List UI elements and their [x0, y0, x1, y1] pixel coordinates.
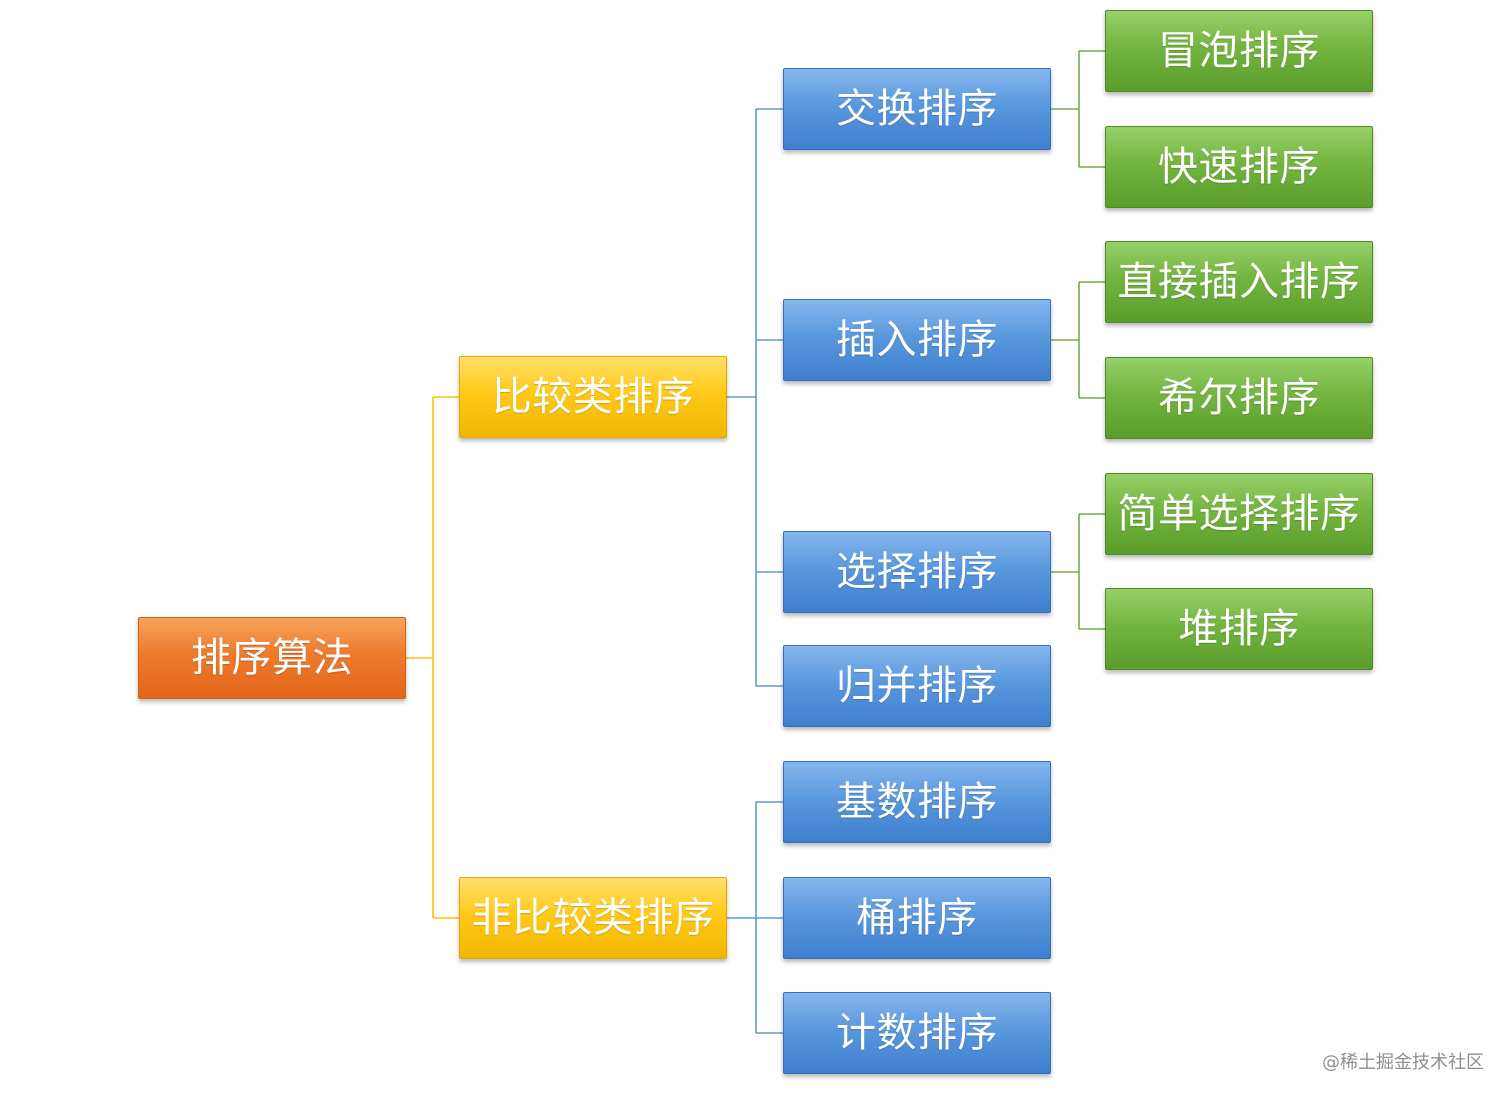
- comparison-sorts-node: 比较类排序: [459, 356, 727, 438]
- radix-sort-node: 基数排序: [783, 761, 1051, 843]
- quick-sort-node: 快速排序: [1105, 126, 1373, 208]
- bubble-sort-node: 冒泡排序: [1105, 10, 1373, 92]
- exchange-sorts-node: 交换排序: [783, 68, 1051, 150]
- counting-sort-node: 计数排序: [783, 992, 1051, 1074]
- watermark: @稀土掘金技术社区: [1322, 1052, 1484, 1073]
- sorting-algorithms-root-node: 排序算法: [138, 617, 406, 699]
- category-connectors: [727, 108, 783, 1034]
- shell-sort-node: 希尔排序: [1105, 357, 1373, 439]
- insertion-sorts-node: 插入排序: [783, 299, 1051, 381]
- subcategory-connectors: [1051, 50, 1105, 630]
- direct-insertion-sort-node: 直接插入排序: [1105, 241, 1373, 323]
- selection-sorts-node: 选择排序: [783, 531, 1051, 613]
- heap-sort-node: 堆排序: [1105, 588, 1373, 670]
- bucket-sort-node: 桶排序: [783, 877, 1051, 959]
- root-connectors: [406, 396, 459, 919]
- merge-sort-node: 归并排序: [783, 645, 1051, 727]
- non-comparison-sorts-node: 非比较类排序: [459, 877, 727, 959]
- simple-selection-sort-node: 简单选择排序: [1105, 473, 1373, 555]
